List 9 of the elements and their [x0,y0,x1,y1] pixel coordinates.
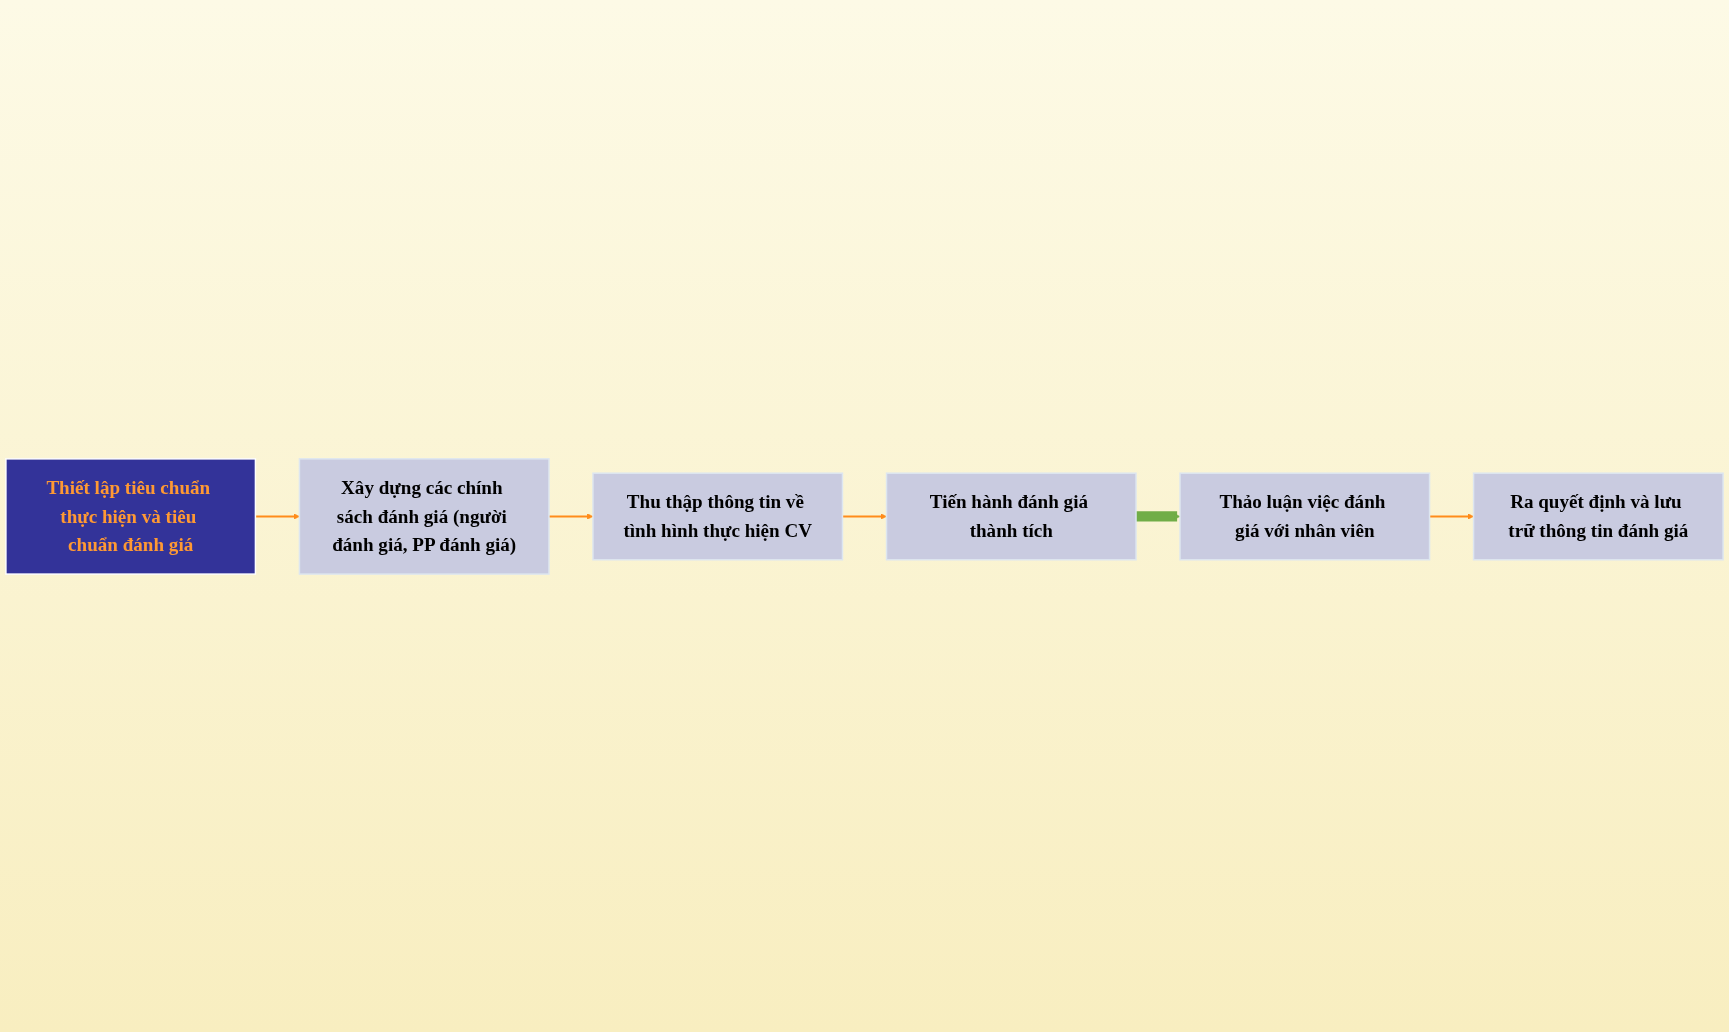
node-box: Ra quyết định và lưu trữ thông tin đánh giá [1472,471,1724,561]
arrow [1429,512,1474,520]
arrow [842,512,887,520]
node-box: Thiết lập tiêu chuẩn thực hiện và tiêu chuẩn đánh giá [5,457,257,575]
node-box: Thảo luận việc đánh giá với nhân viên [1179,471,1431,561]
node-box: Xây dựng các chính sách đánh giá (người đánh giá, PP đánh giá) [298,457,550,575]
node-box: Thu thập thông tin về tình hình thực hiện CV [592,471,844,561]
node-box: Tiến hành đánh giá thành tích [885,471,1137,561]
arrow [255,512,300,520]
